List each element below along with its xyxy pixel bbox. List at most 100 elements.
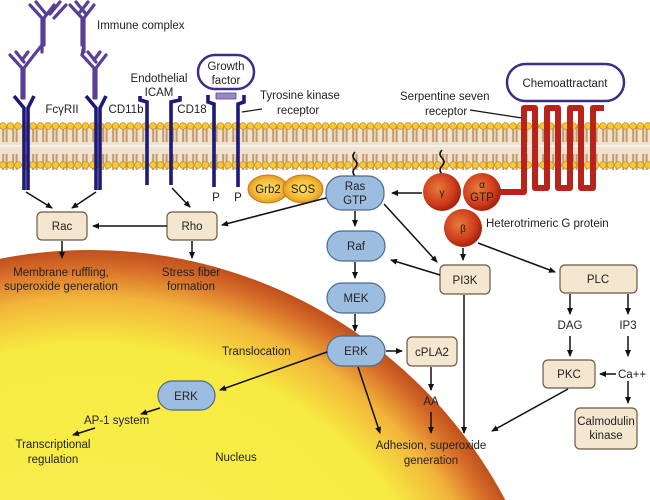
label-tk-receptor: receptor	[277, 105, 319, 117]
lipid-head	[6, 122, 15, 130]
lipid-head	[299, 122, 307, 130]
lipid-head	[179, 122, 187, 130]
raf-node	[326, 230, 386, 262]
lipid-head	[314, 161, 322, 169]
lipid-head	[336, 161, 345, 169]
lipid-head	[449, 122, 457, 130]
lipid-head	[426, 161, 435, 169]
lipid-head	[246, 122, 255, 130]
label-growth: Growth	[207, 61, 244, 73]
label-gamma: γ	[440, 188, 445, 199]
lipid-head	[36, 122, 45, 130]
lipid-head	[186, 122, 195, 130]
lipid-head	[389, 161, 397, 169]
lipid-head	[0, 122, 7, 130]
lipid-head	[194, 161, 202, 169]
lipid-head	[381, 122, 390, 130]
lipid-head	[239, 161, 247, 169]
label-dag: DAG	[558, 320, 583, 332]
lipid-head	[216, 161, 225, 169]
lipid-head	[636, 122, 645, 130]
lipid-head	[344, 161, 352, 169]
lipid-head	[284, 122, 292, 130]
label-alpha-gtp: GTP	[470, 192, 494, 204]
lipid-head	[486, 122, 495, 130]
lipid-head	[29, 122, 37, 130]
lipid-head	[149, 122, 157, 130]
lipid-head	[291, 161, 300, 169]
label-transcriptional: Transcriptional	[16, 439, 91, 451]
sos-protein	[282, 174, 324, 204]
lipid-head	[434, 122, 442, 130]
lipid-head	[59, 122, 67, 130]
lipid-head	[321, 161, 330, 169]
label-stress-fiber: Stress fiber	[162, 267, 220, 279]
g-protein-gamma	[423, 173, 461, 211]
label-adhesion-generation: generation	[404, 455, 458, 467]
lipid-head	[104, 122, 112, 130]
lipid-head	[29, 161, 37, 169]
label-ca: Ca++	[618, 369, 646, 381]
lipid-head	[51, 161, 60, 169]
lipid-head	[269, 122, 277, 130]
lipid-head	[119, 161, 127, 169]
lipid-head	[396, 122, 405, 130]
fcgrii-receptor-right	[84, 94, 108, 190]
plc-node	[559, 264, 638, 294]
lipid-head	[359, 161, 367, 169]
lipid-head	[411, 161, 420, 169]
lipid-head	[194, 122, 202, 130]
label-plc: PLC	[587, 274, 609, 286]
lipid-head	[359, 122, 367, 130]
label-calmodulin-kinase: kinase	[589, 430, 622, 442]
nucleus	[0, 250, 506, 500]
lipid-head	[599, 122, 607, 130]
lipid-head	[606, 122, 615, 130]
lipid-head	[314, 122, 322, 130]
lipid-head	[329, 161, 337, 169]
fcgrii-receptor-left	[12, 94, 36, 190]
label-translocation: Translocation	[222, 346, 291, 358]
cpla2-node	[406, 336, 458, 367]
label-pi3k: PI3K	[453, 275, 478, 287]
lipid-head	[224, 122, 232, 130]
lipid-head	[366, 161, 375, 169]
lipid-head	[261, 161, 270, 169]
lipid-head	[321, 122, 330, 130]
immune-complex-icon	[8, 0, 108, 100]
pathway-arrows	[25, 187, 631, 437]
label-raf: Raf	[347, 241, 366, 253]
growth-factor-ligand	[215, 92, 237, 100]
lipid-head	[14, 161, 22, 169]
lipid-head	[344, 122, 352, 130]
label-nucleus: Nucleus	[215, 452, 257, 464]
lipid-head	[74, 122, 82, 130]
lipid-head	[419, 161, 427, 169]
lipid-head	[119, 122, 127, 130]
lipid-head	[419, 122, 427, 130]
label-ap1: AP-1 system	[84, 415, 149, 427]
lipid-head	[299, 161, 307, 169]
label-membrane-ruffling: Membrane ruffling,	[13, 267, 109, 279]
label-ip3: IP3	[619, 320, 636, 332]
lipid-head	[306, 161, 315, 169]
lipid-head	[261, 122, 270, 130]
lipid-head	[81, 161, 90, 169]
label-fcgrii: FcγRII	[45, 104, 78, 116]
lipid-head	[479, 122, 487, 130]
label-alpha: α	[479, 180, 485, 191]
pkc-node	[542, 359, 596, 389]
label-factor: factor	[212, 75, 241, 87]
lipid-head	[104, 161, 112, 169]
lipid-head	[179, 161, 187, 169]
lipid-head	[501, 122, 510, 130]
label-mek: MEK	[344, 293, 369, 305]
lipid-head	[59, 161, 67, 169]
lipid-head	[81, 122, 90, 130]
lipid-head	[0, 161, 7, 169]
lipid-head	[464, 161, 472, 169]
lipid-head	[66, 161, 75, 169]
lipid-head	[509, 161, 517, 169]
label-immune-complex: Immune complex	[97, 20, 185, 32]
